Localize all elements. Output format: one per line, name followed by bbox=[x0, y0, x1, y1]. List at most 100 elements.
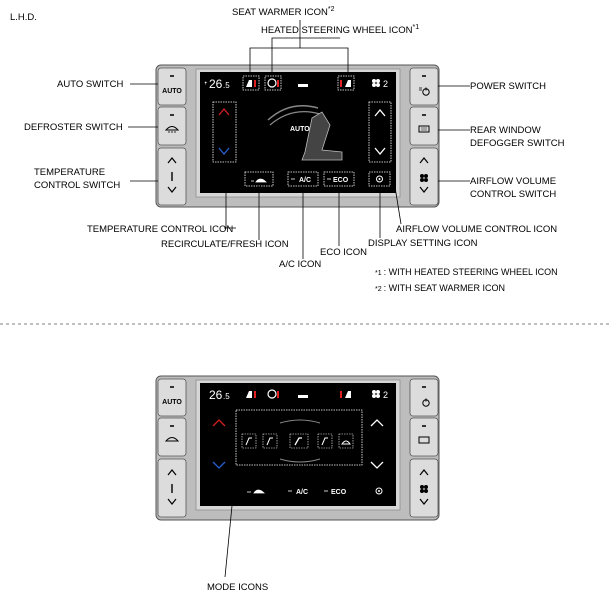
fan-icon bbox=[420, 174, 428, 182]
top-panel: AUTO bbox=[155, 64, 440, 208]
auto-switch[interactable]: AUTO bbox=[157, 67, 187, 106]
temperature-control-icon-label: TEMPERATURE CONTROL ICON bbox=[87, 224, 233, 235]
mode-indicator bbox=[298, 395, 308, 398]
chevron-up-icon bbox=[419, 469, 429, 476]
temperature-control-switch[interactable] bbox=[157, 147, 187, 206]
auto-switch[interactable]: AUTO bbox=[157, 378, 187, 417]
heated-steering-wheel-icon[interactable] bbox=[264, 75, 282, 91]
airflow-volume-switch-label-1: AIRFLOW VOLUME bbox=[470, 176, 556, 187]
fan-level-readout: 2 bbox=[372, 79, 388, 89]
power-switch[interactable] bbox=[409, 378, 439, 417]
temperature-up-icon[interactable] bbox=[212, 419, 226, 427]
temperature-control-switch-label-1: TEMPERATURE bbox=[34, 167, 105, 178]
fan-icon bbox=[420, 485, 428, 493]
rear-defogger-icon bbox=[418, 125, 430, 133]
fan-icon bbox=[372, 390, 380, 398]
airflow-volume-control-switch[interactable] bbox=[409, 147, 439, 206]
airflow-volume-control-icon[interactable] bbox=[368, 101, 392, 163]
fan-level-value: 2 bbox=[383, 79, 388, 89]
eco-icon[interactable]: ECO bbox=[324, 489, 347, 496]
ac-icon-label: A/C ICON bbox=[279, 259, 321, 270]
mode-face-icon[interactable] bbox=[241, 433, 257, 449]
mode-indicator bbox=[298, 84, 308, 87]
mode-icons-leader bbox=[224, 464, 237, 578]
rear-window-defogger-switch[interactable] bbox=[409, 106, 439, 146]
ac-icon[interactable]: A/C bbox=[288, 489, 308, 496]
chevron-down-icon bbox=[167, 186, 177, 193]
chevron-down-icon bbox=[374, 147, 386, 156]
fan-icon bbox=[372, 79, 380, 87]
drive-label: L.H.D. bbox=[10, 12, 37, 23]
recirculate-fresh-icon[interactable] bbox=[247, 489, 265, 494]
eco-text: ECO bbox=[331, 489, 347, 496]
rear-defogger-icon bbox=[418, 436, 430, 444]
fan-level-readout: 2 bbox=[372, 390, 388, 400]
recirculate-fresh-label: RECIRCULATE/FRESH ICON bbox=[161, 239, 289, 250]
seat-warmer-icon[interactable] bbox=[246, 391, 256, 398]
recirculate-icon bbox=[251, 178, 267, 183]
airflow-up-icon[interactable] bbox=[370, 419, 384, 427]
recirculate-icon bbox=[247, 489, 265, 494]
ac-text: A/C bbox=[299, 177, 311, 184]
fan-level-value: 2 bbox=[383, 390, 388, 400]
display-setting-label: DISPLAY SETTING ICON bbox=[368, 238, 478, 249]
airflow-volume-icon-label: AIRFLOW VOLUME CONTROL ICON bbox=[396, 224, 557, 235]
temperature-value: 26 bbox=[209, 77, 223, 91]
ac-text: A/C bbox=[296, 489, 308, 496]
temperature-decimal: .5 bbox=[223, 392, 230, 401]
touch-screen bbox=[200, 72, 396, 193]
power-switch-label: POWER SWITCH bbox=[470, 81, 546, 92]
eco-icon-label: ECO ICON bbox=[320, 247, 367, 258]
heated-steering-wheel-icon[interactable] bbox=[267, 389, 279, 399]
mode-icons[interactable] bbox=[235, 409, 363, 466]
temperature-control-icon[interactable] bbox=[212, 101, 237, 163]
seat-warmer-icon[interactable] bbox=[242, 75, 260, 91]
seat-warmer-icon-passenger[interactable] bbox=[337, 75, 355, 91]
airflow-volume-control-switch[interactable] bbox=[409, 458, 439, 518]
mode-feet-icon[interactable] bbox=[289, 433, 309, 449]
airflow-down-icon[interactable] bbox=[370, 461, 384, 469]
display-setting-icon[interactable] bbox=[375, 487, 383, 495]
footnote-2: *2: WITH SEAT WARMER ICON bbox=[375, 283, 505, 293]
mode-defrost-icon[interactable] bbox=[338, 433, 354, 449]
defroster-switch[interactable] bbox=[157, 106, 187, 146]
display-setting-icon[interactable] bbox=[368, 171, 391, 187]
chevron-down-icon bbox=[218, 147, 230, 156]
power-switch[interactable] bbox=[409, 67, 439, 106]
defroster-icon bbox=[164, 437, 180, 442]
defroster-switch[interactable] bbox=[157, 417, 187, 457]
mode-feet-defrost-icon[interactable] bbox=[317, 433, 333, 449]
airflow-volume-switch-label-2: CONTROL SWITCH bbox=[470, 189, 556, 200]
seat-warmer-icon-passenger[interactable] bbox=[340, 391, 351, 398]
seat-warmer-label: SEAT WARMER ICON*2 bbox=[232, 6, 335, 18]
defroster-icon bbox=[164, 126, 180, 131]
heated-steering-label: HEATED STEERING WHEEL ICON*1 bbox=[261, 24, 419, 36]
top-callouts: SEAT WARMER ICON*2 HEATED STEERING WHEEL… bbox=[24, 6, 565, 293]
rear-window-label-1: REAR WINDOW bbox=[470, 125, 541, 136]
eco-text: ECO bbox=[333, 177, 349, 184]
rear-window-defogger-switch[interactable] bbox=[409, 417, 439, 457]
temperature-readout: 26 .5 bbox=[209, 388, 230, 402]
mode-icons-label: MODE ICONS bbox=[207, 582, 268, 593]
chevron-up-icon bbox=[374, 108, 386, 117]
auto-mode-text: AUTO bbox=[290, 126, 310, 133]
chevron-down-icon bbox=[419, 498, 429, 505]
chevron-up-icon bbox=[218, 107, 230, 116]
auto-button-label: AUTO bbox=[162, 399, 182, 406]
svg-text:ꜛ: ꜛ bbox=[204, 81, 208, 90]
temperature-control-switch[interactable] bbox=[157, 458, 187, 518]
temperature-down-icon[interactable] bbox=[212, 461, 226, 469]
defroster-switch-label: DEFROSTER SWITCH bbox=[24, 122, 123, 133]
temperature-readout: ꜛ 26 .5 bbox=[204, 77, 230, 91]
rear-window-label-2: DEFOGGER SWITCH bbox=[470, 138, 565, 149]
auto-switch-label: AUTO SWITCH bbox=[57, 79, 123, 90]
chevron-up-icon bbox=[167, 157, 177, 164]
mode-bilevel-icon[interactable] bbox=[262, 433, 278, 449]
auto-button-label: AUTO bbox=[162, 88, 182, 95]
footnote-1: *1: WITH HEATED STEERING WHEEL ICON bbox=[375, 267, 558, 277]
temperature-value: 26 bbox=[209, 388, 223, 402]
chevron-down-icon bbox=[419, 186, 429, 193]
temperature-decimal: .5 bbox=[223, 81, 230, 90]
bottom-panel: AUTO bbox=[155, 375, 440, 521]
